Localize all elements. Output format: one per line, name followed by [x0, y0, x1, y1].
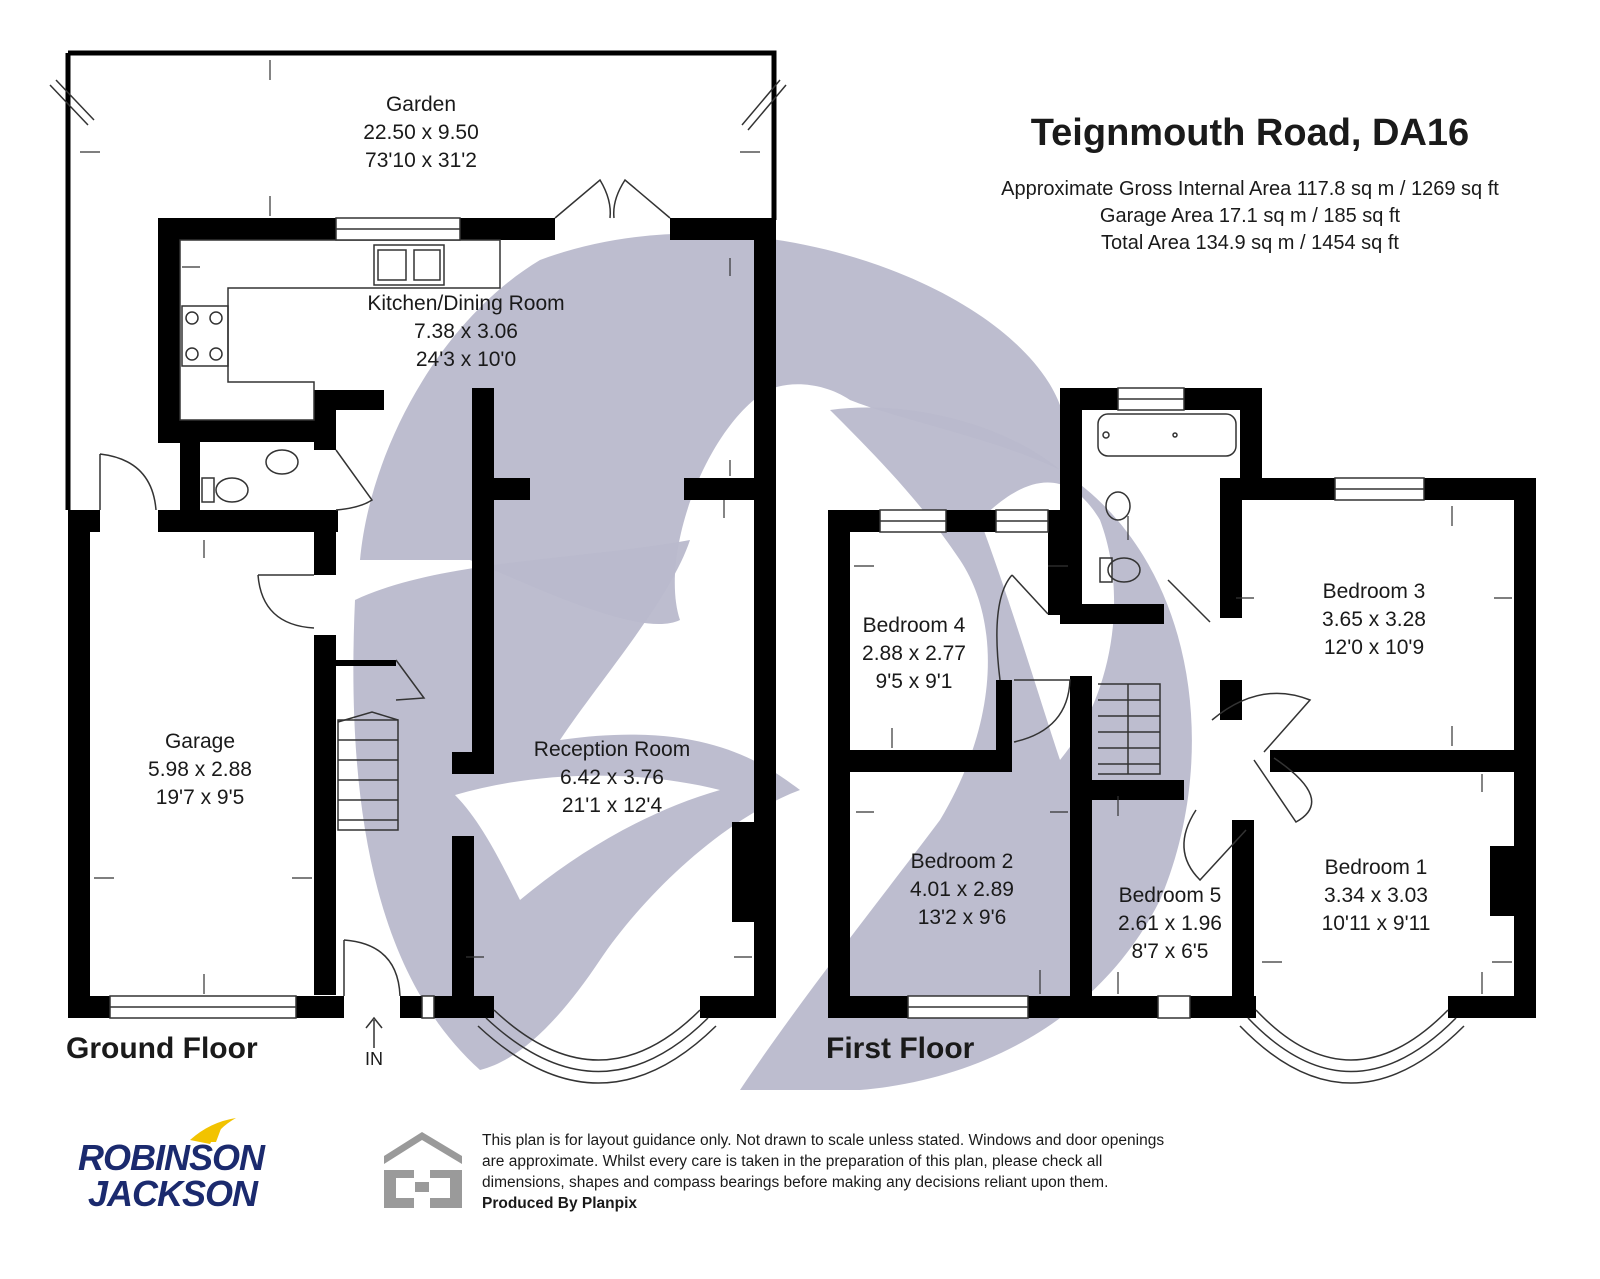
- disclaimer-line-1: This plan is for layout guidance only. N…: [482, 1132, 1165, 1149]
- disclaimer: This plan is for layout guidance only. N…: [482, 1130, 1242, 1214]
- logo-swoosh-icon: [190, 1118, 236, 1144]
- area-line-total: Total Area 134.9 sq m / 1454 sq ft: [1101, 232, 1399, 254]
- logo-line-1: ROBINSON: [78, 1137, 265, 1178]
- first-floor-fixtures: [879, 387, 1465, 1084]
- produced-by: Produced By Planpix: [482, 1195, 638, 1212]
- first-floor-label: First Floor: [826, 1032, 975, 1065]
- logo-line-2: JACKSON: [88, 1173, 258, 1214]
- area-summary: Approximate Gross Internal Area 117.8 sq…: [880, 176, 1600, 257]
- dimension-markers: [80, 60, 1512, 994]
- first-floor-walls: [828, 388, 1536, 1018]
- area-line-garage: Garage Area 17.1 sq m / 185 sq ft: [1099, 205, 1401, 227]
- robinson-jackson-logo: ROBINSON JACKSON: [78, 1140, 278, 1212]
- ground-floor-fixtures: [49, 79, 787, 1084]
- ground-floor-walls: [65, 50, 777, 1018]
- property-title: Teignmouth Road, DA16: [1030, 112, 1470, 154]
- disclaimer-line-3: dimensions, shapes and compass bearings …: [482, 1174, 1109, 1191]
- disclaimer-line-2: are approximate. Whilst every care is ta…: [482, 1153, 1103, 1170]
- entrance-label: IN: [365, 1049, 383, 1069]
- ground-floor-label: Ground Floor: [66, 1032, 258, 1065]
- planpix-icon: [384, 1132, 462, 1208]
- area-line-gross: Approximate Gross Internal Area 117.8 sq…: [1001, 178, 1499, 200]
